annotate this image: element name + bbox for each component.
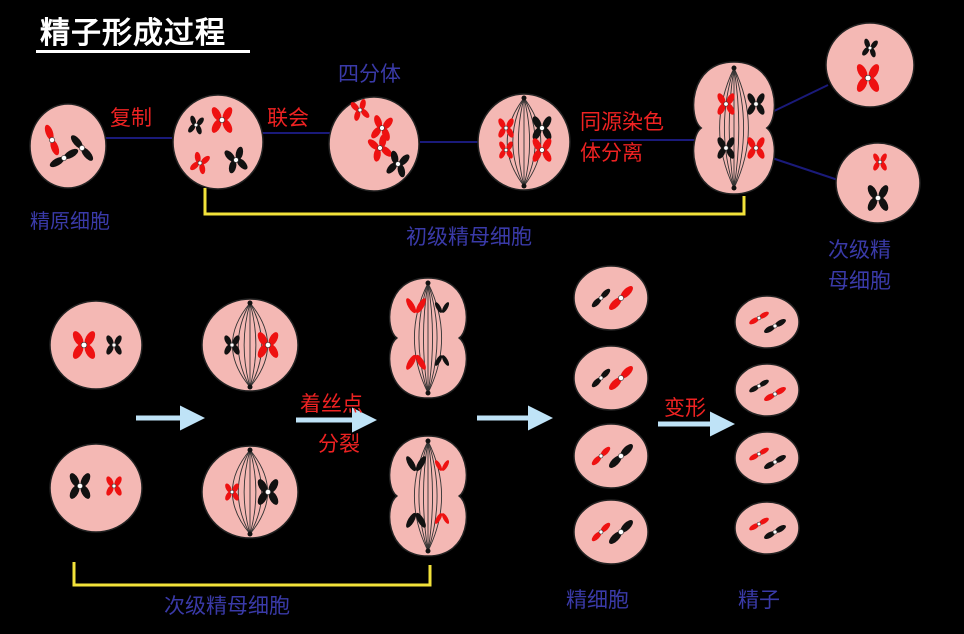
chromosome (499, 141, 513, 159)
secondary-spermatocyte-label-2: 母细胞 (828, 269, 891, 293)
chromosome (862, 38, 878, 58)
chromatid (434, 460, 450, 471)
connector-lines (105, 84, 839, 181)
chromosome (257, 332, 279, 358)
centromere-label-2: 分裂 (318, 432, 360, 456)
chromosome (717, 93, 735, 115)
chromosome (532, 116, 552, 140)
chromosome (749, 517, 769, 531)
replication-label: 复制 (110, 106, 152, 130)
secondary-spermatocyte-bottom-label: 次级精母细胞 (164, 594, 290, 618)
chromosome (717, 137, 735, 159)
chromosome (764, 318, 786, 334)
primary-spermatocyte-bracket (203, 188, 746, 216)
chromosome (532, 138, 552, 162)
spermatid-label: 精细胞 (566, 588, 629, 612)
homolog-separation-label-2: 体分离 (580, 141, 643, 165)
chromosome (609, 286, 633, 310)
homolog-separation-label-1: 同源染色 (580, 110, 664, 134)
spermatogonium-cell (29, 103, 107, 189)
chromosome (44, 124, 60, 156)
chromosome (873, 153, 887, 171)
chromosome (609, 520, 633, 544)
centromere-label-1: 着丝点 (300, 392, 363, 416)
anaphase-ii-cell-bottom (388, 435, 468, 557)
chromosome (211, 107, 233, 133)
secondary-spermatocyte-bracket (72, 562, 432, 587)
title-underline (36, 50, 250, 53)
page-title: 精子形成过程 (40, 16, 226, 51)
sperm-label: 精子 (738, 588, 780, 612)
chromatid (434, 355, 450, 366)
chromatid (434, 513, 450, 524)
chromosome (749, 447, 769, 461)
process-arrows (136, 405, 735, 437)
chromosome (224, 146, 248, 174)
meiosis-ii-cell-top (49, 300, 143, 390)
chromosome (764, 524, 786, 540)
chromosome (591, 288, 611, 308)
chromosome (49, 148, 79, 168)
chromosome (72, 331, 96, 359)
anaphase-i-cell (692, 61, 776, 195)
chromosome (609, 444, 633, 468)
chromosome (749, 379, 769, 393)
chromosome (749, 311, 769, 325)
chromosome (367, 134, 393, 162)
chromosome (591, 522, 611, 542)
tetrad-cell (328, 96, 420, 192)
chromosome (350, 99, 370, 121)
secondary-spermatocyte-label-1: 次级精 (828, 238, 891, 262)
spermatid-cell (573, 345, 649, 411)
sperm-cell (734, 501, 800, 555)
meiosis-ii-cell-bottom (49, 443, 143, 533)
primary-spermatocyte-label: 初级精母细胞 (406, 225, 532, 249)
chromosome (609, 366, 633, 390)
chromosome (70, 135, 94, 161)
chromosome (764, 454, 786, 470)
chromatid (406, 456, 426, 472)
anaphase-ii-cell-top (388, 277, 468, 399)
chromatid (406, 298, 426, 314)
secondary-spermatocyte-top (825, 22, 915, 108)
chromatid (406, 512, 426, 528)
spermatid-cell (573, 265, 649, 331)
chromosome (591, 446, 611, 466)
metaphase-i-cell (477, 93, 571, 191)
chromosome (106, 335, 122, 355)
chromosome (747, 93, 765, 115)
spermatid-cell (573, 423, 649, 489)
chromosome (591, 368, 611, 388)
chromosome (190, 151, 210, 175)
chromosome (188, 115, 204, 135)
chromosome (856, 64, 880, 92)
spermatogonium-label: 精原细胞 (30, 209, 110, 233)
spermatid-cell (573, 499, 649, 565)
metaphase-ii-cell-top (201, 298, 299, 392)
deformation-label: 变形 (664, 396, 706, 420)
chromosome (225, 483, 239, 501)
chromosome (867, 185, 889, 211)
chromosome (224, 335, 240, 355)
chromosome (257, 479, 279, 505)
chromosome (764, 386, 786, 402)
secondary-spermatocyte-bottom (835, 142, 921, 224)
chromosome (386, 150, 410, 178)
chromosome (69, 473, 91, 499)
chromatid (406, 354, 426, 370)
chromosome (106, 476, 122, 496)
tetrad-label: 四分体 (338, 62, 401, 86)
metaphase-ii-cell-bottom (201, 445, 299, 539)
replicated-cell (172, 94, 264, 190)
sperm-cell (734, 363, 800, 417)
chromosome (747, 137, 765, 159)
synapsis-label: 联会 (267, 106, 309, 130)
chromosome (498, 118, 514, 138)
sperm-cell (734, 295, 800, 349)
chromatid (434, 302, 450, 313)
sperm-cell (734, 431, 800, 485)
